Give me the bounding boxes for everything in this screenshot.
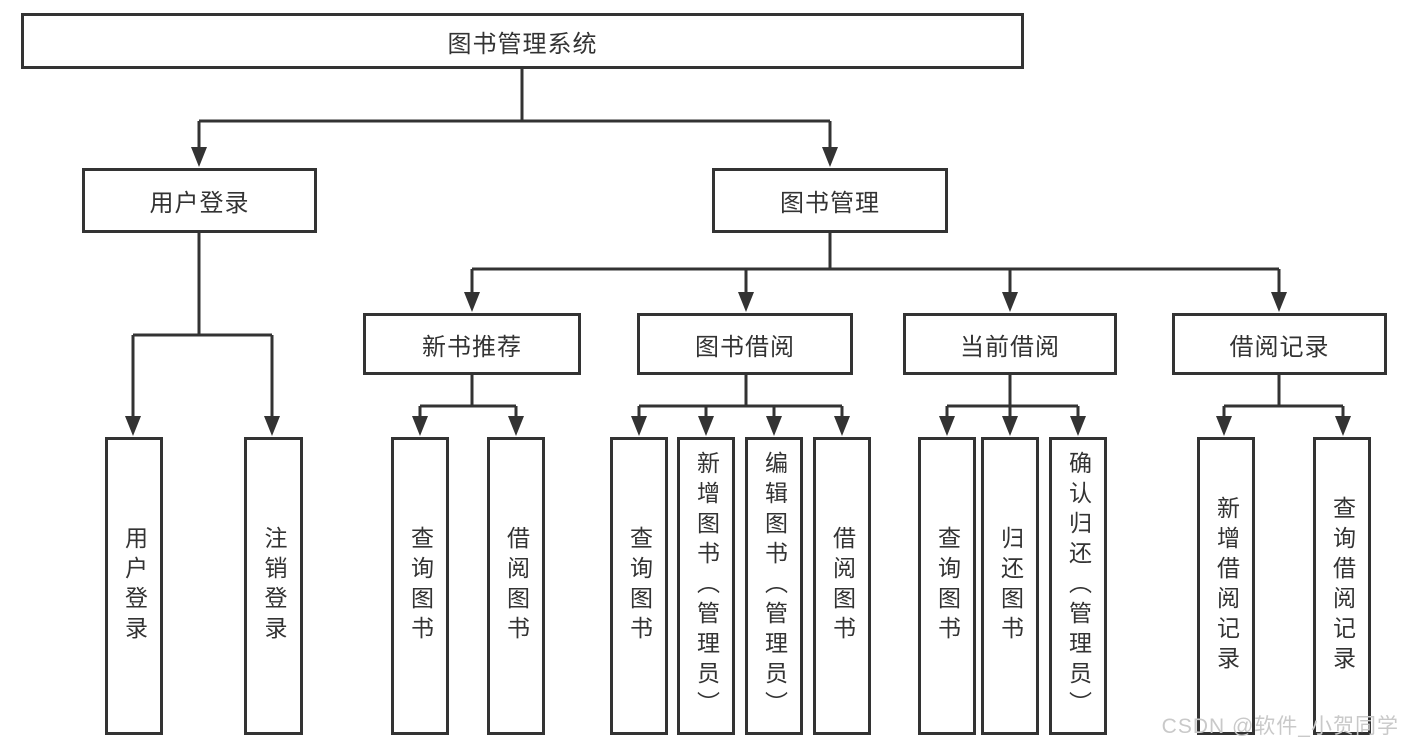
node-query-books-current: 查询图书	[918, 437, 976, 735]
connector-new-book-children	[418, 375, 518, 418]
node-label: 借阅记录	[1229, 333, 1330, 361]
node-label: 注销登录	[261, 526, 287, 646]
connector-borrow-records-children	[1222, 375, 1345, 418]
connector-root-to-level2	[197, 69, 832, 149]
node-label: 查询图书	[407, 526, 434, 646]
node-label: 图书管理	[780, 190, 880, 217]
arrowhead	[464, 292, 480, 312]
arrowheads	[125, 147, 1351, 436]
node-add-borrow-record: 新增借阅记录	[1197, 437, 1255, 735]
node-label: 查询借阅记录	[1329, 496, 1356, 676]
arrowhead	[822, 147, 838, 167]
connector-book-management-children	[470, 233, 1281, 294]
arrowhead	[698, 416, 714, 436]
arrowhead	[1070, 416, 1086, 436]
arrowhead	[1002, 292, 1018, 312]
arrowhead	[631, 416, 647, 436]
connector-book-borrow-children	[637, 375, 844, 418]
node-label: 用户登录	[121, 526, 148, 646]
watermark-text: CSDN @软件_小贺同学	[1161, 715, 1399, 738]
arrowhead	[412, 416, 428, 436]
node-label: 新增借阅记录	[1213, 496, 1240, 676]
arrowhead	[191, 147, 207, 167]
node-add-books-admin: 新增图书（管理员）	[677, 437, 735, 735]
arrowhead	[1271, 292, 1287, 312]
node-label: 当前借阅	[960, 333, 1060, 361]
arrowhead	[1335, 416, 1351, 436]
node-label: 归还图书	[997, 526, 1024, 646]
node-edit-books-admin: 编辑图书（管理员）	[745, 437, 803, 735]
arrowhead	[834, 416, 850, 436]
node-label: 借阅图书	[503, 526, 530, 646]
node-user-login-action: 用户登录	[105, 437, 163, 735]
node-new-book-recommend: 新书推荐	[363, 313, 581, 375]
node-label: 查询图书	[626, 526, 653, 646]
arrowhead	[766, 416, 782, 436]
node-user-login: 用户登录	[82, 168, 317, 233]
node-query-books-recommend: 查询图书	[391, 437, 449, 735]
node-library-management-system: 图书管理系统	[21, 13, 1024, 69]
node-current-borrowing: 当前借阅	[903, 313, 1117, 375]
node-book-borrowing: 图书借阅	[637, 313, 853, 375]
node-borrowing-records: 借阅记录	[1172, 313, 1387, 375]
arrowhead	[738, 292, 754, 312]
arrowhead	[939, 416, 955, 436]
arrowhead	[1216, 416, 1232, 436]
node-label: 确认归还（管理员）	[1065, 451, 1092, 721]
node-label: 用户登录	[149, 190, 250, 217]
node-query-borrow-record: 查询借阅记录	[1313, 437, 1371, 735]
node-return-books: 归还图书	[981, 437, 1039, 735]
node-query-books-borrow: 查询图书	[610, 437, 668, 735]
node-label: 新增图书（管理员）	[693, 451, 720, 721]
node-label: 查询图书	[934, 526, 961, 646]
node-borrow-books: 借阅图书	[813, 437, 871, 735]
node-borrow-books-recommend: 借阅图书	[487, 437, 545, 735]
arrowhead	[508, 416, 524, 436]
node-book-management: 图书管理	[712, 168, 948, 233]
node-label: 图书管理系统	[447, 30, 598, 58]
arrowhead	[264, 416, 280, 436]
node-logout-action: 注销登录	[244, 437, 303, 735]
connector-user-login-children	[131, 233, 274, 418]
node-label: 编辑图书（管理员）	[761, 451, 788, 721]
arrowhead	[125, 416, 141, 436]
node-label: 新书推荐	[422, 333, 522, 361]
arrowhead	[1002, 416, 1018, 436]
node-confirm-return-admin: 确认归还（管理员）	[1049, 437, 1107, 735]
node-label: 借阅图书	[829, 526, 856, 646]
connector-current-borrow-children	[945, 375, 1080, 418]
node-label: 图书借阅	[695, 333, 795, 361]
